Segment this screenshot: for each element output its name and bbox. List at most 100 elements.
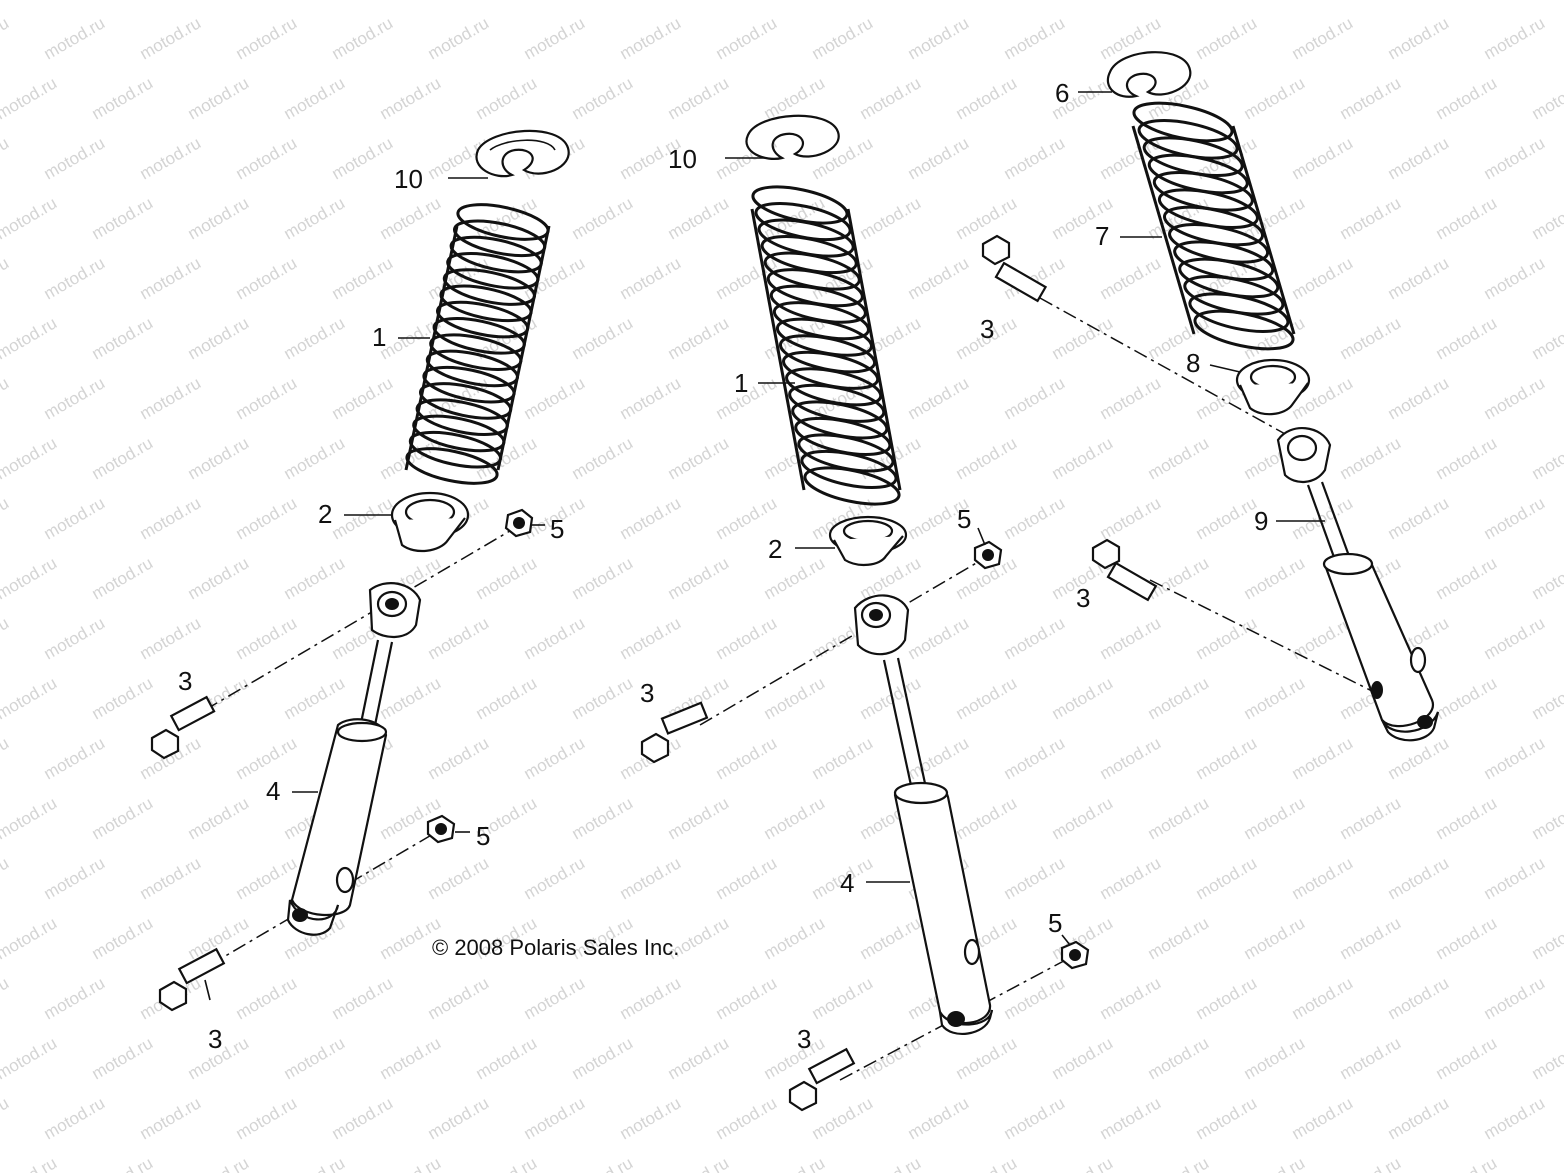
watermark-text: motod.ru [137, 373, 205, 423]
shock-absorber-left [286, 582, 422, 936]
spring-outline [404, 225, 459, 471]
callout-5-center-bottom: 5 [1048, 908, 1062, 938]
watermark-text: motod.ru [1289, 1093, 1357, 1143]
watermark-text: motod.ru [857, 0, 925, 3]
spring-coil [1188, 292, 1290, 333]
watermark-text: motod.ru [1097, 613, 1165, 663]
coil-spring-right [1131, 101, 1296, 351]
watermark-text: motod.ru [1385, 373, 1453, 423]
watermark-text: motod.ru [137, 1093, 205, 1143]
watermark-text: motod.ru [425, 853, 493, 903]
watermark-text: motod.ru [473, 1153, 541, 1173]
watermark-text: motod.ru [329, 13, 397, 63]
watermark-text: motod.ru [0, 253, 12, 303]
spring-outline [750, 208, 806, 491]
watermark-text: motod.ru [1337, 73, 1405, 123]
watermark-text: motod.ru [329, 973, 397, 1023]
watermark-text: motod.ru [1049, 793, 1117, 843]
watermark-text: motod.ru [665, 73, 733, 123]
watermark-text: motod.ru [1097, 253, 1165, 303]
right-assembly [981, 51, 1440, 742]
spring-outline [496, 225, 551, 471]
watermark-text: motod.ru [1289, 853, 1357, 903]
watermark-text: motod.ru [425, 253, 493, 303]
spring-coil [800, 449, 898, 490]
watermark-text: motod.ru [1001, 973, 1069, 1023]
watermark-text: motod.ru [569, 553, 637, 603]
watermark-text: motod.ru [1289, 253, 1357, 303]
watermark-text: motod.ru [1145, 793, 1213, 843]
bolt-left-top [150, 695, 216, 760]
watermark-text: motod.ru [569, 673, 637, 723]
coil-spring-center [750, 185, 902, 506]
watermark-text: motod.ru [1001, 13, 1069, 63]
watermark-text: motod.ru [185, 1153, 253, 1173]
watermark-text: motod.ru [1001, 853, 1069, 903]
callout-9-right: 9 [1254, 506, 1268, 536]
watermark-text: motod.ru [1241, 793, 1309, 843]
watermark-text: motod.ru [1097, 973, 1165, 1023]
watermark-text: motod.ru [281, 313, 349, 363]
watermark-text: motod.ru [1529, 193, 1564, 243]
watermark-text: motod.ru [233, 1093, 301, 1143]
watermark-text: motod.ru [1529, 673, 1564, 723]
watermark-text: motod.ru [953, 73, 1021, 123]
watermark-text: motod.ru [473, 553, 541, 603]
coil-spring-left [404, 203, 551, 485]
callout-1-left: 1 [372, 322, 386, 352]
watermark-text: motod.ru [185, 0, 253, 3]
watermark-text: motod.ru [89, 193, 157, 243]
watermark-text: motod.ru [1385, 973, 1453, 1023]
watermark-text: motod.ru [425, 733, 493, 783]
watermark-text: motod.ru [617, 613, 685, 663]
watermark-text: motod.ru [89, 0, 157, 3]
watermark-text: motod.ru [1529, 553, 1564, 603]
watermark-text: motod.ru [1193, 493, 1261, 543]
watermark-text: motod.ru [1433, 193, 1501, 243]
watermark-text: motod.ru [1289, 493, 1357, 543]
callout-10-left: 10 [394, 164, 423, 194]
watermark-text: motod.ru [473, 193, 541, 243]
watermark-text: motod.ru [377, 73, 445, 123]
watermark-text: motod.ru [1241, 73, 1309, 123]
watermark-text: motod.ru [185, 193, 253, 243]
watermark-text: motod.ru [1097, 373, 1165, 423]
watermark-text: motod.ru [0, 913, 60, 963]
callout-5-center-top: 5 [957, 504, 971, 534]
watermark-text: motod.ru [41, 253, 109, 303]
watermark-text: motod.ru [1481, 13, 1549, 63]
watermark-text: motod.ru [425, 1093, 493, 1143]
watermark-text: motod.ru [569, 193, 637, 243]
watermark-text: motod.ru [1193, 1093, 1261, 1143]
callout-4-left: 4 [266, 776, 280, 806]
watermark-text: motod.ru [89, 673, 157, 723]
watermark-text: motod.ru [41, 973, 109, 1023]
watermark-text: motod.ru [521, 13, 589, 63]
watermark-text: motod.ru [1193, 613, 1261, 663]
watermark-text: motod.ru [233, 13, 301, 63]
watermark-text: motod.ru [1385, 853, 1453, 903]
watermark-text: motod.ru [1385, 253, 1453, 303]
callout-1-center: 1 [734, 368, 748, 398]
watermark-text: motod.ru [377, 673, 445, 723]
watermark-text: motod.ru [41, 613, 109, 663]
watermark-text: motod.ru [713, 13, 781, 63]
watermark-text: motod.ru [1481, 493, 1549, 543]
watermark-text: motod.ru [185, 793, 253, 843]
spring-outline [1131, 125, 1196, 335]
watermark-text: motod.ru [1097, 493, 1165, 543]
watermark-text: motod.ru [1337, 433, 1405, 483]
watermark-text: motod.ru [0, 673, 60, 723]
watermark-text: motod.ru [1481, 253, 1549, 303]
watermark-text: motod.ru [569, 73, 637, 123]
leader-lines [204, 91, 1325, 1001]
watermark-text: motod.ru [857, 1153, 925, 1173]
watermark-text: motod.ru [377, 1153, 445, 1173]
watermark-text: motod.ru [1001, 373, 1069, 423]
watermark-text: motod.ru [713, 1093, 781, 1143]
watermark-text: motod.ru [0, 1153, 60, 1173]
watermark-text: motod.ru [665, 193, 733, 243]
copyright-notice: © 2008 Polaris Sales Inc. [432, 935, 679, 960]
watermark-text: motod.ru [713, 613, 781, 663]
watermark-text: motod.ru [665, 313, 733, 363]
